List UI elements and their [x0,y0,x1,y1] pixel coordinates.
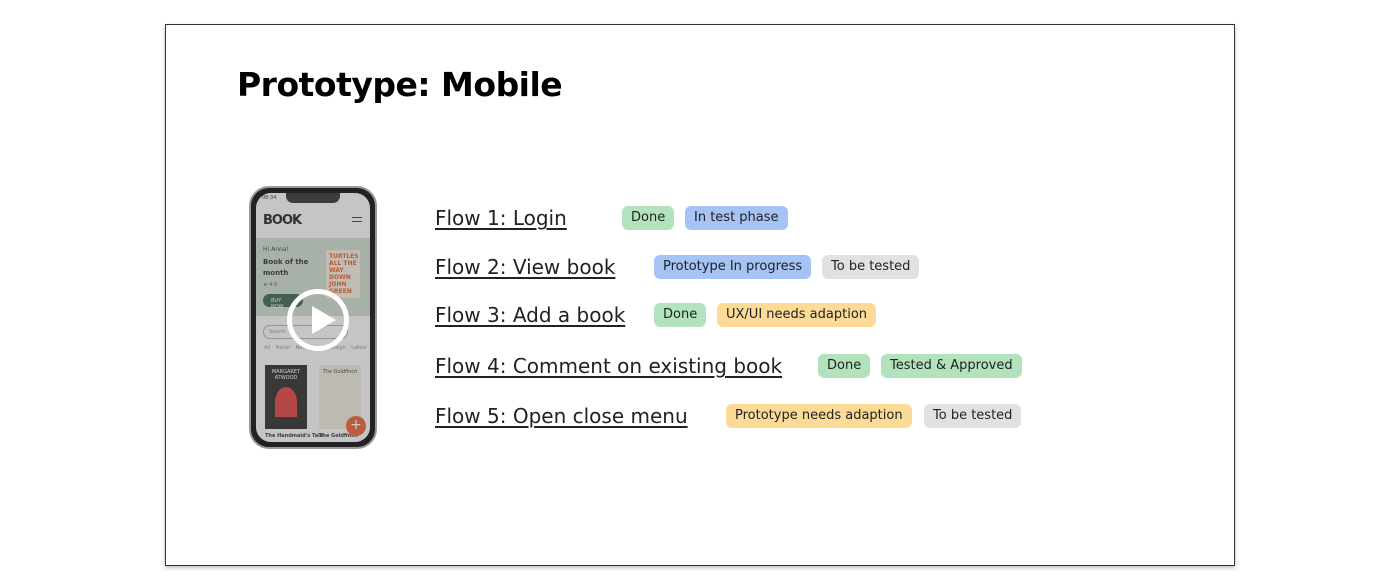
status-badge: Done [818,354,871,378]
status-badge: Done [622,206,675,230]
book-title: The Handmaid's Tale [265,433,324,439]
app-logo: BOOK [263,213,302,228]
add-fab-icon: + [346,416,366,436]
book-of-month: Book of the month [263,258,309,277]
flow-link-4[interactable]: Flow 4: Comment on existing book [435,354,783,378]
flow-row: Flow 2: View book Prototype In progress … [435,252,920,282]
rating-value: 4.9 [269,282,278,288]
status-badge: To be tested [924,404,1022,428]
flow-link-1[interactable]: Flow 1: Login [435,206,567,230]
slide-frame: Prototype: Mobile 08:34 BOOK Hi Anna! Bo… [165,24,1235,566]
flow-link-3[interactable]: Flow 3: Add a book [435,303,626,327]
book-card-1: MARGARET ATWOOD [265,365,307,429]
book-title: The Goldfinch [319,433,358,439]
book-author: The Goldfinch [322,369,358,375]
phone-video-thumbnail[interactable]: 08:34 BOOK Hi Anna! Book of the month ★ … [249,186,377,449]
flow-row: Flow 3: Add a book Done UX/UI needs adap… [435,300,877,330]
flow-row: Flow 5: Open close menu Prototype needs … [435,401,1022,431]
phone-notch [286,193,340,203]
rating: ★ 4.9 [263,282,278,288]
status-badge: Prototype needs adaption [726,404,912,428]
status-badge: UX/UI needs adaption [717,303,877,327]
status-badge: To be tested [822,255,920,279]
phone-screen: 08:34 BOOK Hi Anna! Book of the month ★ … [256,193,370,442]
status-badge: In test phase [685,206,788,230]
status-badge: Prototype In progress [654,255,812,279]
status-badge: Done [654,303,707,327]
flow-link-2[interactable]: Flow 2: View book [435,255,616,279]
status-time: 08:34 [262,195,277,201]
flow-row: Flow 4: Comment on existing book Done Te… [435,351,1022,381]
book-author: MARGARET ATWOOD [271,369,301,381]
flow-link-5[interactable]: Flow 5: Open close menu [435,404,688,428]
play-icon[interactable] [287,289,349,351]
hero-banner: Hi Anna! Book of the month ★ 4.9 BUY NOW… [256,238,370,316]
hamburger-icon [352,217,362,222]
flow-row: Flow 1: Login Done In test phase [435,203,788,233]
status-badge: Tested & Approved [881,354,1022,378]
greeting: Hi Anna! [263,246,289,253]
book-cover: TURTLES ALL THE WAY DOWN JOHN GREEN [326,250,360,298]
page-title: Prototype: Mobile [237,65,563,104]
